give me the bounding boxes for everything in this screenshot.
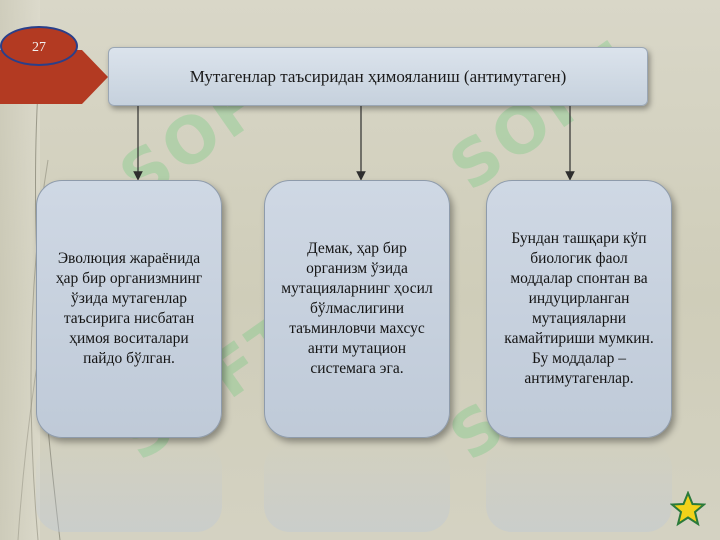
title-text: Мутагенлар таъсиридан ҳимояланиш (антиму… — [189, 66, 567, 86]
card-evolution: Эволюция жараёнида ҳар бир организмнинг … — [36, 180, 222, 438]
card-antimutagens: Бундан ташқари кўп биологик фаол моддала… — [486, 180, 672, 438]
card-text: Бундан ташқари кўп биологик фаол моддала… — [504, 230, 654, 387]
card-text: Демак, ҳар бир организм ўзида мутациялар… — [281, 240, 433, 377]
card-reflection — [36, 442, 222, 532]
star-icon[interactable] — [670, 491, 706, 527]
card-antimutation-system: Демак, ҳар бир организм ўзида мутациялар… — [264, 180, 450, 438]
card-reflection — [486, 442, 672, 532]
slide-number: 27 — [32, 40, 46, 55]
card-text: Эволюция жараёнида ҳар бир организмнинг … — [55, 250, 203, 367]
slide-number-badge: 27 — [0, 26, 78, 66]
title-box: Мутагенлар таъсиридан ҳимояланиш (антиму… — [108, 47, 648, 106]
card-reflection — [264, 442, 450, 532]
